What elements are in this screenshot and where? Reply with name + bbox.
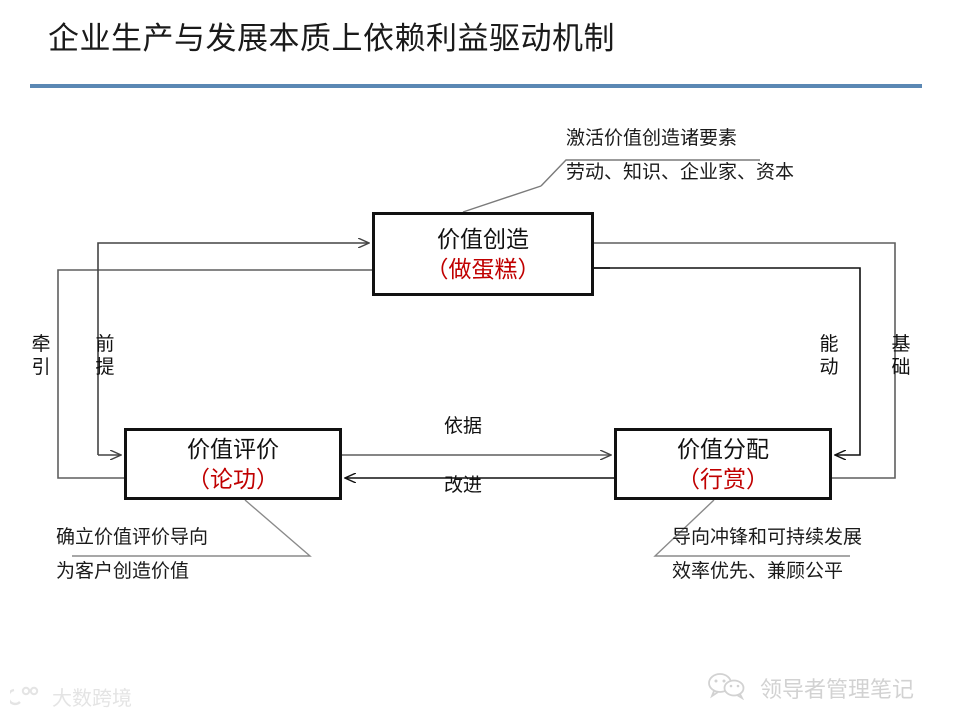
edge-label-yiju: 依据	[444, 416, 483, 437]
watermark-left-text: 大数跨境	[52, 688, 132, 710]
callout-top-right-line1: 激活价值创造诸要素	[566, 128, 738, 149]
box-value-evaluation-subtitle: （论功）	[187, 466, 279, 492]
watermark-right: 领导者管理笔记	[706, 672, 914, 707]
connector-distribution-to-creation-outer	[594, 242, 896, 479]
callout-bottom-right-line1: 导向冲锋和可持续发展	[672, 527, 863, 548]
box-value-distribution-title: 价值分配	[677, 436, 769, 462]
box-value-distribution[interactable]: 价值分配 （行赏）	[614, 428, 832, 500]
title-divider	[30, 84, 922, 88]
leader-line-top-right-tail	[462, 185, 542, 213]
wechat-icon	[706, 672, 750, 707]
edge-label-qianti: 前提	[95, 334, 115, 378]
box-value-distribution-subtitle: （行赏）	[677, 466, 769, 492]
box-value-evaluation-title: 价值评价	[187, 436, 279, 462]
connector-creation-to-distribution-inner	[594, 267, 861, 455]
callout-bottom-right: 导向冲锋和可持续发展 效率优先、兼顾公平	[672, 521, 862, 589]
watermark-left: 大数跨境	[7, 686, 132, 712]
leader-line-bottom-left	[72, 499, 312, 557]
edge-label-nengdong: 能动	[819, 334, 839, 378]
dashu-logo-icon	[7, 686, 46, 712]
callout-bottom-left-line2: 为客户创造价值	[56, 561, 190, 582]
box-value-creation-title: 价值创造	[437, 226, 529, 252]
connector-creation-to-evaluation-outer	[57, 269, 372, 479]
box-value-creation-subtitle: （做蛋糕）	[425, 256, 541, 282]
callout-bottom-left-line1: 确立价值评价导向	[56, 527, 209, 548]
box-value-evaluation[interactable]: 价值评价 （论功）	[124, 428, 342, 500]
edge-label-gaijin: 改进	[444, 475, 483, 496]
callout-bottom-left: 确立价值评价导向 为客户创造价值	[56, 521, 208, 589]
edge-label-jichu: 基础	[891, 334, 911, 378]
leader-line-bottom-right	[653, 499, 850, 557]
page-title: 企业生产与发展本质上依赖利益驱动机制	[48, 21, 615, 56]
callout-top-right: 激活价值创造诸要素 劳动、知识、企业家、资本	[566, 122, 794, 190]
leader-line-top-right	[540, 159, 760, 187]
watermark-right-text: 领导者管理笔记	[760, 676, 915, 702]
callout-top-right-line2: 劳动、知识、企业家、资本	[566, 162, 795, 183]
callout-bottom-right-line2: 效率优先、兼顾公平	[672, 561, 844, 582]
box-value-creation[interactable]: 价值创造 （做蛋糕）	[372, 212, 594, 296]
connector-evaluation-to-creation-inner	[97, 243, 368, 455]
edge-label-qianyin: 牵引	[31, 334, 51, 378]
